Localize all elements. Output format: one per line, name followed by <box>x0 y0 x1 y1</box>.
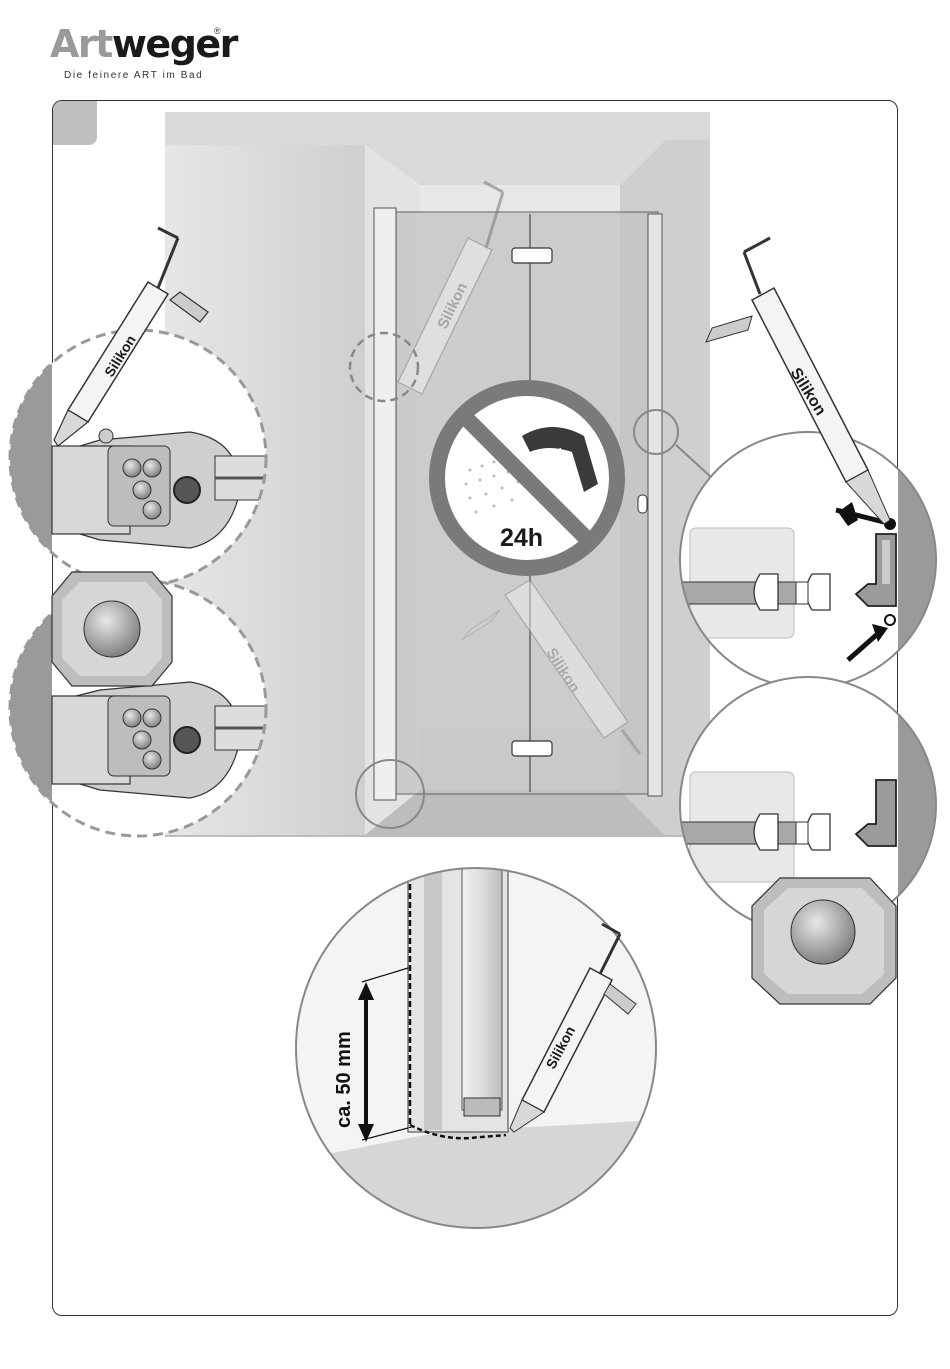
profile-base-detail: ca. 50 mm Silikon <box>296 860 660 1240</box>
seal-profile-detail-lower <box>680 677 950 1004</box>
no-shower-icon: 24h <box>437 388 617 568</box>
seal-profile-detail-upper: Silikon <box>680 238 950 700</box>
cure-time-label: 24h <box>500 524 543 552</box>
distance-label: ca. 50 mm <box>333 1031 355 1128</box>
